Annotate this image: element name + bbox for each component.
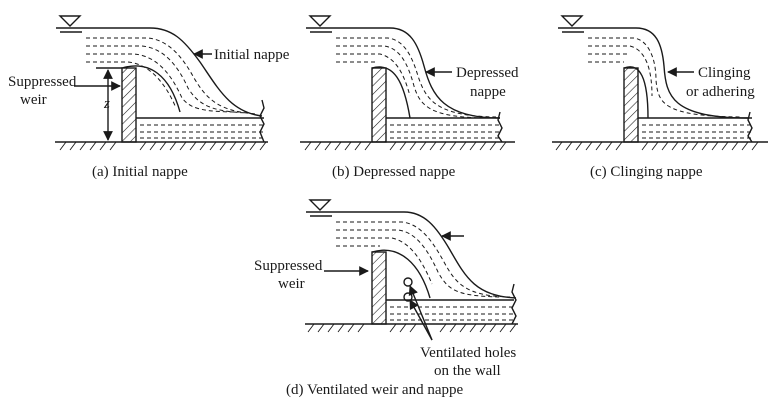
initial-nappe-label: Initial nappe: [214, 47, 290, 63]
weir-plate: [623, 67, 639, 143]
tailwater: [638, 111, 753, 143]
suppressed-weir-label-line2: weir: [20, 92, 47, 108]
panel-d: Suppressed weir Ventilated holes on the …: [254, 199, 518, 398]
channel-bed: [55, 141, 268, 151]
holes-leader-line-1: [409, 299, 433, 341]
water-level-symbol: [306, 199, 336, 217]
tailwater: [386, 283, 517, 325]
caption-d: (d) Ventilated weir and nappe: [286, 382, 464, 398]
ventilated-holes-label-line2: on the wall: [434, 363, 501, 379]
weir-plate: [371, 251, 387, 325]
nappe-upper-surface: [86, 27, 263, 117]
channel-bed: [305, 323, 518, 333]
depressed-nappe-label-line2: nappe: [470, 84, 506, 100]
suppressed-weir-label-line1: Suppressed: [8, 74, 77, 90]
depressed-nappe-label-line1: Depressed: [456, 65, 519, 81]
suppressed-weir-label-line2: weir: [278, 276, 305, 292]
panel-c: Clinging or adhering (c) Clinging nappe: [552, 15, 768, 180]
ventilation-holes: [403, 277, 413, 302]
clinging-label-line2: or adhering: [686, 84, 755, 100]
panel-b: Depressed nappe (b) Depressed nappe: [300, 15, 519, 180]
nappe-lower-surface: [371, 66, 411, 119]
nappe-lower-surface: [371, 249, 431, 299]
caption-a: (a) Initial nappe: [92, 164, 188, 180]
tailwater: [136, 99, 265, 143]
channel-bed: [552, 141, 768, 151]
water-level-symbol: [306, 15, 336, 33]
z-label: z: [103, 96, 110, 112]
nappe-upper-surface: [336, 27, 501, 119]
water-level-symbol: [558, 15, 588, 33]
nappe-upper-surface: [588, 27, 749, 119]
z-dimension: z: [96, 67, 122, 141]
caption-c: (c) Clinging nappe: [590, 164, 703, 180]
vent-hole-icon: [403, 277, 413, 287]
channel-bed: [300, 141, 515, 151]
caption-b: (b) Depressed nappe: [332, 164, 456, 180]
panel-a: z Suppressed weir Initial nappe (a) Init…: [8, 15, 290, 180]
weir-plate: [371, 67, 387, 143]
water-level-symbol: [56, 15, 86, 33]
nappe-lower-surface: [121, 65, 181, 113]
ventilated-holes-label-line1: Ventilated holes: [420, 345, 516, 361]
nappe-lower-surface: [623, 66, 649, 119]
weir-plate: [121, 67, 137, 143]
suppressed-weir-label-line1: Suppressed: [254, 258, 323, 274]
nappe-upper-surface: [336, 211, 517, 299]
tailwater: [386, 111, 503, 143]
holes-leader-line-2: [408, 285, 433, 341]
clinging-label-line1: Clinging: [698, 65, 751, 81]
vent-hole-icon: [403, 292, 413, 302]
